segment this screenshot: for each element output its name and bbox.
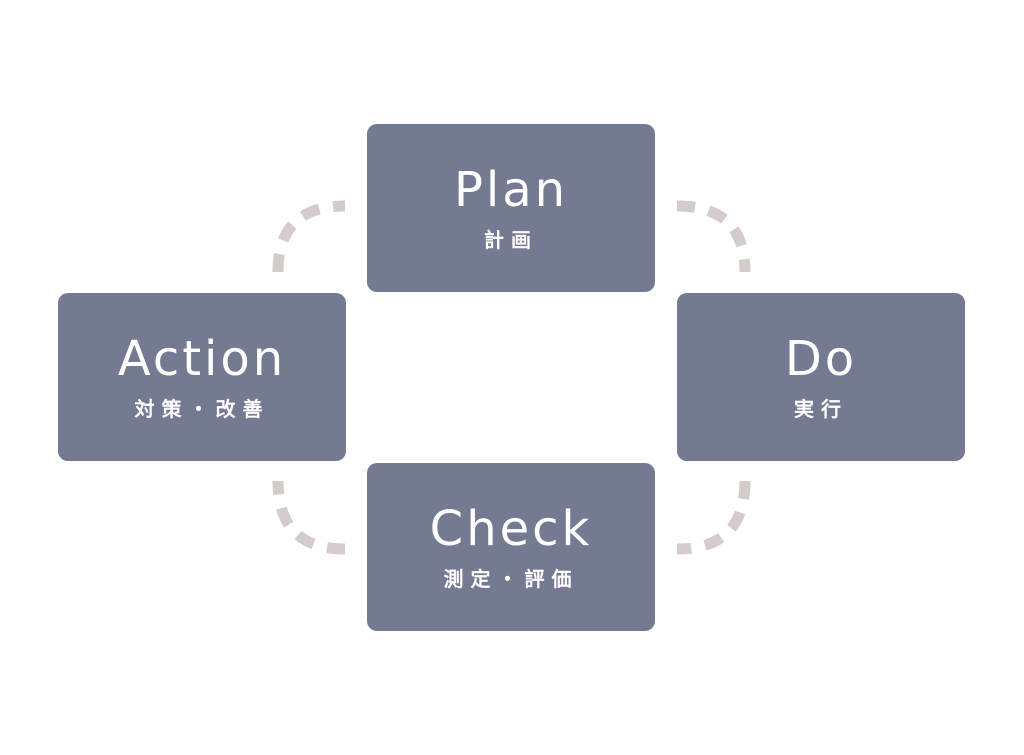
connector-do-to-check xyxy=(676,480,751,555)
connector-action-to-plan xyxy=(272,200,346,273)
do-box: Do 実行 xyxy=(677,293,965,461)
check-subtitle: 測定・評価 xyxy=(443,567,579,591)
action-box: Action 対策・改善 xyxy=(58,293,346,461)
plan-box: Plan 計画 xyxy=(367,124,655,292)
do-title: Do xyxy=(784,331,858,387)
check-box: Check 測定・評価 xyxy=(367,463,655,631)
plan-subtitle: 計画 xyxy=(484,228,538,252)
do-subtitle: 実行 xyxy=(794,397,848,421)
plan-title: Plan xyxy=(453,162,569,218)
action-subtitle: 対策・改善 xyxy=(134,397,270,421)
connector-check-to-action xyxy=(272,480,346,555)
action-title: Action xyxy=(117,331,287,387)
connector-plan-to-do xyxy=(676,200,751,273)
check-title: Check xyxy=(429,501,593,557)
